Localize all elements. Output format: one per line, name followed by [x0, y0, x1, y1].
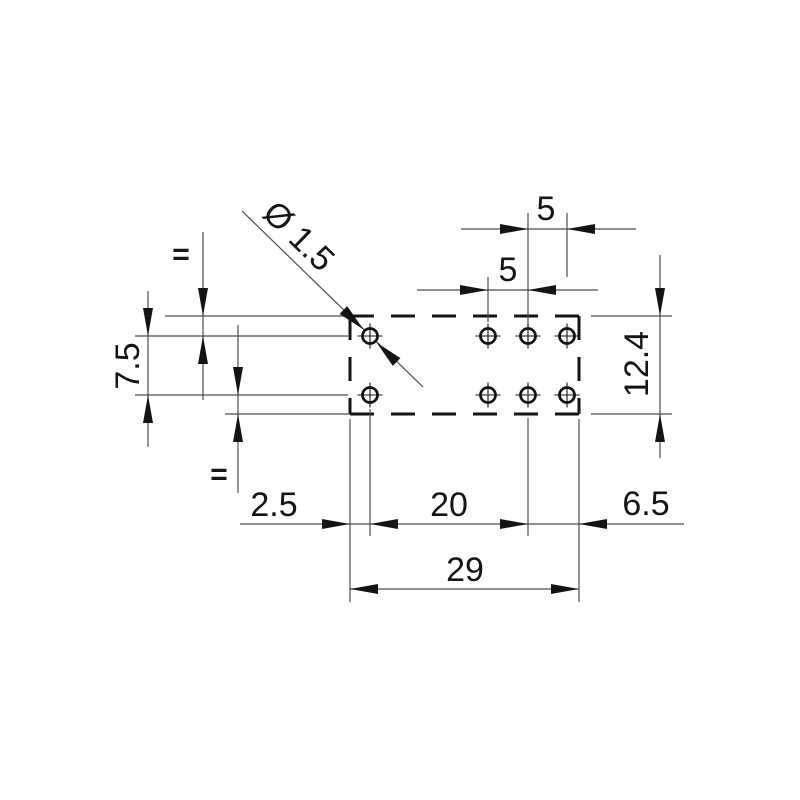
equal-mark-top: = [172, 238, 190, 271]
dim-arrow [198, 288, 208, 316]
dim-arrow [143, 395, 153, 423]
hole [356, 381, 384, 409]
dim-arrow [460, 285, 488, 295]
dimension-arrows [143, 224, 665, 594]
hole [553, 322, 581, 350]
dim-label-left-offset: 2.5 [250, 486, 297, 524]
extension-lines [135, 213, 672, 602]
leader-arrow [339, 306, 364, 330]
dim-label-total-width: 29 [446, 551, 484, 589]
dim-arrow [143, 308, 153, 336]
dim-arrow [551, 584, 579, 594]
hole [514, 381, 542, 409]
dim-label-pitch-top: 5 [537, 190, 556, 228]
dim-arrow [579, 519, 607, 529]
drill-holes [356, 322, 581, 409]
dim-label-right-offset: 6.5 [622, 485, 669, 523]
dim-arrow [567, 224, 595, 234]
dimension-labels: 5 5 12.4 7.5 2.5 20 6.5 29 Ø 1.5 = = [109, 190, 670, 589]
hole [474, 381, 502, 409]
hole [553, 381, 581, 409]
dim-arrow [350, 584, 378, 594]
dim-arrow [233, 367, 243, 395]
dim-arrow [655, 288, 665, 316]
hole [514, 322, 542, 350]
dim-label-height: 12.4 [618, 331, 656, 397]
dim-arrow [233, 414, 243, 442]
hole [474, 322, 502, 350]
dim-arrow [198, 336, 208, 364]
leader-arrow [376, 342, 401, 366]
dim-label-center-span: 20 [430, 486, 468, 524]
dim-arrow [655, 414, 665, 442]
dim-arrow [322, 519, 350, 529]
dim-label-pitch-inner: 5 [499, 251, 518, 289]
dashed-outline [348, 314, 581, 416]
equal-mark-bottom: = [210, 458, 228, 491]
dim-arrow [528, 285, 556, 295]
dim-label-row-spacing: 7.5 [109, 342, 147, 389]
dim-arrow [500, 224, 528, 234]
dim-arrow [370, 519, 398, 529]
dimension-lines [147, 210, 684, 590]
dim-arrow [500, 519, 528, 529]
